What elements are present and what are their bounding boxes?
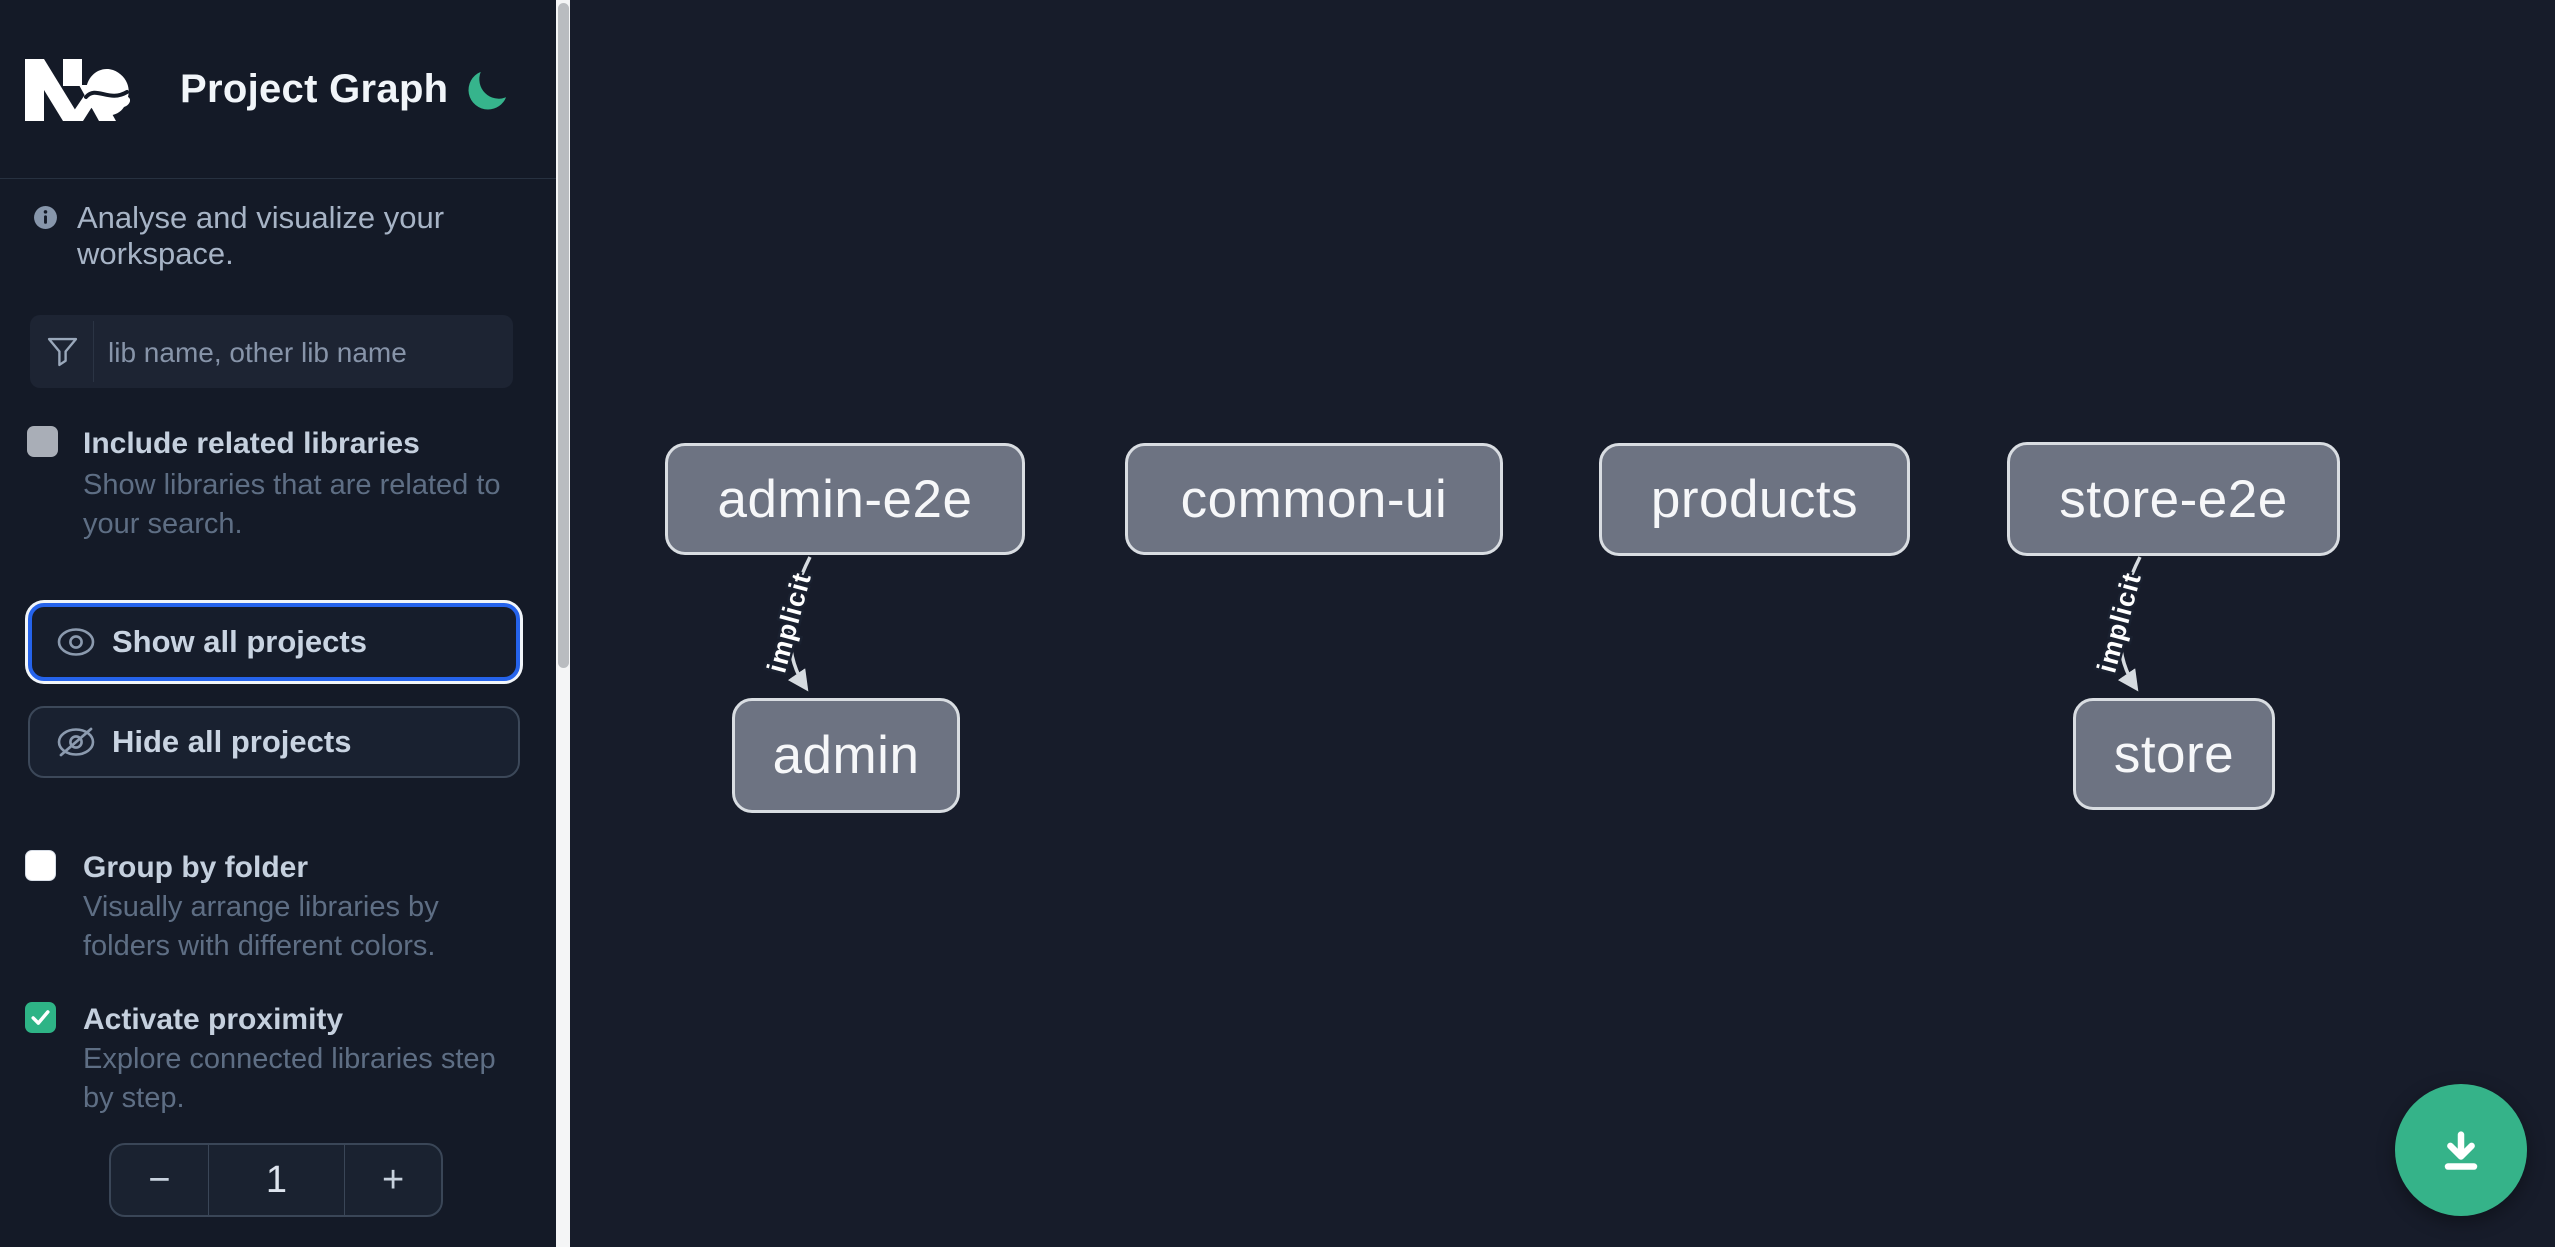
- activate-proximity-checkbox[interactable]: [25, 1002, 56, 1033]
- group-by-folder-desc-line1: Visually arrange libraries by: [83, 891, 439, 923]
- search-box: [30, 315, 513, 390]
- search-input[interactable]: [106, 315, 505, 390]
- include-related-label: Include related libraries: [83, 427, 420, 460]
- sidebar-scrollbar-thumb[interactable]: [558, 3, 569, 668]
- moon-icon: [468, 71, 507, 110]
- stepper-value: 1: [265, 1158, 288, 1201]
- include-related-desc-line2: your search.: [83, 508, 243, 540]
- group-by-folder-label: Group by folder: [83, 851, 308, 884]
- graph-node-admin[interactable]: admin: [732, 698, 960, 813]
- tagline-row: Analyse and visualize your workspace.: [0, 196, 556, 271]
- checkmark-icon: [31, 1010, 50, 1025]
- activate-proximity-description: Explore connected libraries step by step…: [83, 1040, 496, 1118]
- graph-node-store-e2e[interactable]: store-e2e: [2007, 442, 2340, 556]
- graph-node-store[interactable]: store: [2073, 698, 2275, 810]
- include-related-description: Show libraries that are related to your …: [83, 466, 501, 544]
- include-related-checkbox[interactable]: [27, 426, 58, 457]
- dark-mode-toggle-button[interactable]: [462, 64, 514, 116]
- download-image-button[interactable]: [2395, 1084, 2527, 1216]
- eye-icon: [57, 628, 95, 656]
- filter-funnel-icon: [47, 337, 78, 367]
- hide-all-projects-button[interactable]: Hide all projects: [28, 706, 520, 778]
- group-by-folder-description: Visually arrange libraries by folders wi…: [83, 888, 439, 966]
- show-all-projects-label: Show all projects: [112, 624, 367, 659]
- info-icon: [34, 206, 57, 229]
- group-by-folder-desc-line2: folders with different colors.: [83, 930, 436, 962]
- group-by-folder-checkbox[interactable]: [25, 850, 56, 881]
- eye-slash-icon: [57, 727, 95, 757]
- stepper-increment-button[interactable]: +: [344, 1145, 441, 1215]
- project-graph-canvas[interactable]: [570, 0, 2555, 1247]
- stepper-decrement-button[interactable]: −: [111, 1145, 209, 1215]
- include-related-desc-line1: Show libraries that are related to: [83, 469, 501, 501]
- header-divider: [0, 178, 556, 179]
- tagline-text: Analyse and visualize your workspace.: [77, 200, 445, 271]
- graph-node-admin-e2e[interactable]: admin-e2e: [665, 443, 1025, 555]
- page-title: Project Graph: [180, 67, 449, 111]
- hide-all-projects-label: Hide all projects: [112, 724, 352, 759]
- sidebar: Project Graph Analyse and visualize your…: [0, 0, 556, 1247]
- nx-logo: [25, 59, 130, 121]
- show-all-projects-button[interactable]: Show all projects: [28, 603, 520, 681]
- activate-proximity-desc-line1: Explore connected libraries step: [83, 1043, 496, 1075]
- graph-node-products[interactable]: products: [1599, 443, 1910, 556]
- activate-proximity-desc-line2: by step.: [83, 1082, 185, 1114]
- download-icon: [2444, 1131, 2478, 1170]
- search-divider: [93, 321, 94, 382]
- graph-node-common-ui[interactable]: common-ui: [1125, 443, 1503, 555]
- proximity-depth-stepper: − 1 +: [109, 1143, 443, 1217]
- activate-proximity-label: Activate proximity: [83, 1003, 344, 1036]
